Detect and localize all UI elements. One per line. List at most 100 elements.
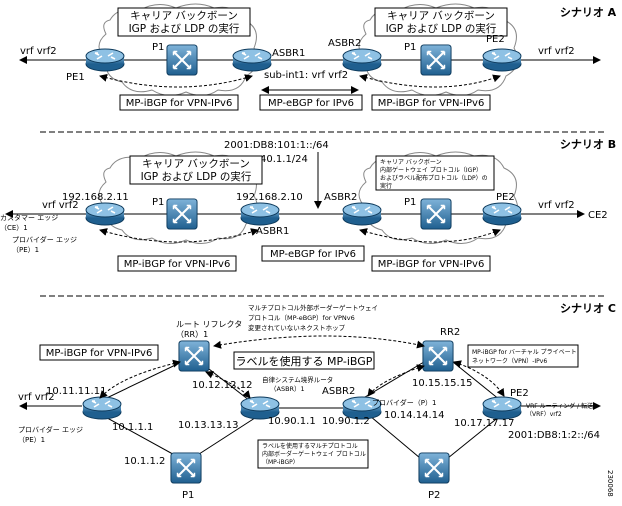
label-c-asbr-note-line1: 自律システム境界ルータ [262, 375, 333, 384]
label-c-pe-left-line1: プロバイダー エッジ [18, 425, 83, 434]
router-a-pe2 [482, 48, 522, 72]
label-b-ce-left-line2: （CE）1 [0, 224, 28, 232]
label-c-p1: P1 [182, 490, 194, 501]
scenario-a: キャリア バックボーン IGP および LDP の実行 キャリア バックボーン … [19, 3, 617, 111]
label-b-prefix2: 40.1.1/24 [260, 154, 308, 165]
label-c-prefix: 2001:DB8:1:2::/64 [508, 430, 600, 441]
label-b-pe-left-line1: プロバイダー エッジ [12, 235, 77, 244]
box-a-ibgp-left [119, 94, 239, 111]
cloud-a-left-line1: キャリア バックボーン [130, 10, 238, 22]
label-c-pe-left-line2: （PE）1 [18, 436, 45, 444]
arrow-a-ibgp-left [99, 73, 253, 88]
label-c-vpn-note-line2: ネットワーク（VPN）-IPv6 [472, 358, 547, 365]
arrow-b-ibgp-left [99, 228, 259, 243]
label-b-p1-right: P1 [404, 197, 416, 208]
label-a-p1-left: P1 [152, 42, 164, 53]
cloud-b-left-line2: IGP および LDP の実行 [141, 170, 252, 183]
link-c-asbr2-p2 [369, 415, 421, 459]
vrf-c-left: vrf vrf2 [18, 392, 55, 403]
label-c-p2: P2 [428, 490, 440, 501]
scenario-c-title: シナリオ C [560, 302, 616, 315]
switch-c-rr2 [422, 340, 454, 372]
scenario-c: シナリオ C マルチプロトコル外部ボーダーゲートウェイ プロトコル（MP-eBG… [18, 302, 616, 501]
box-b-ibgp-right [371, 255, 491, 272]
vrf-a-right: vrf vrf2 [538, 46, 575, 57]
label-b-ebgp: MP-eBGP for IPv6 [270, 249, 356, 260]
label-c-ip-p1-b: 10.1.1.2 [124, 456, 165, 467]
switch-b-p1-left [166, 198, 198, 230]
link-c-p1-asbr1 [195, 415, 259, 457]
router-b-asbr1 [240, 202, 280, 226]
label-b-pe2: PE2 [496, 192, 515, 203]
label-c-ip-asbr1-a: 10.13.13.13 [178, 420, 238, 431]
router-a-asbr1 [232, 48, 272, 72]
scenario-a-title: シナリオ A [560, 6, 617, 19]
label-c-rr-line2: （RR）1 [176, 330, 208, 339]
box-c-label-ibgp [233, 351, 375, 370]
arrow-c-rr2-pe2 [453, 360, 505, 397]
router-b-pe1 [85, 202, 125, 226]
label-b-asbr1: ASBR1 [256, 226, 289, 237]
label-a-p1-right: P1 [404, 42, 416, 53]
router-a-asbr2 [342, 48, 382, 72]
box-c-label-note [257, 439, 369, 469]
label-b-ce2: CE2 [588, 210, 608, 221]
label-c-provider-p: プロバイダー（P）1 [372, 398, 436, 407]
vrf-b-right: vrf vrf2 [538, 200, 575, 211]
vrf-b-left: vrf vrf2 [42, 200, 79, 211]
label-c-mp-ebgp-line3: 変更されていないネクストホップ [248, 323, 346, 332]
cloud-b-left-line1: キャリア バックボーン [142, 158, 250, 170]
arrow-c-rr1-pe1 [99, 359, 181, 399]
label-c-mp-ebgp-line1: マルチプロトコル外部ボーダーゲートウェイ [248, 303, 378, 312]
arrow-c-rr1-rr2 [213, 335, 425, 349]
arrow-b-ibgp-right [359, 228, 501, 243]
label-b-ip-pe1: 192.168.2.11 [62, 192, 129, 203]
arrow-c-rr2-asbr2 [367, 364, 425, 397]
arrow-c-rr1-asbr1 [205, 370, 251, 399]
cloud-a-right-line1: キャリア バックボーン [387, 10, 495, 22]
box-a-ibgp-right [371, 94, 491, 111]
label-c-ip-pe1: 10.11.11.11 [46, 386, 106, 397]
router-a-pe1 [85, 48, 125, 72]
label-c-label-note-line3: （MP-iBGP） [262, 459, 299, 466]
label-c-mp-ebgp-line2: プロトコル（MP-eBGP）for VPNv6 [248, 314, 355, 322]
label-c-asbr2: ASBR2 [322, 386, 355, 397]
cloud-b-right-line3: およびラベル配布プロトコル（LDP）の [380, 174, 488, 182]
cloud-b-right-label-box [375, 155, 495, 191]
label-a-ibgp-left: MP-iBGP for VPN-IPv6 [126, 98, 233, 109]
cloud-b-left-label-box [129, 155, 263, 185]
label-b-p1-left: P1 [152, 197, 164, 208]
label-c-label-note-line1: ラベルを使用するマルチプロトコル [262, 442, 358, 450]
label-b-asbr2: ASBR2 [324, 192, 357, 203]
router-c-pe1 [82, 396, 122, 420]
switch-c-p2 [418, 452, 450, 484]
label-c-rr2: RR2 [440, 327, 460, 338]
scenario-b: シナリオ B 2001:DB8:101:1::/64 40.1.1/24 キャリ… [0, 138, 616, 272]
label-a-ebgp: MP-eBGP for IPv6 [268, 98, 354, 109]
label-c-ip-p2: 10.14.14.14 [384, 410, 444, 421]
router-c-pe2 [482, 396, 522, 420]
label-c-ip-p1-a: 10.1.1.1 [112, 422, 153, 433]
switch-a-p1-left [166, 44, 198, 76]
label-b-ip-asbr1: 192.168.2.10 [236, 192, 303, 203]
cloud-a-right-label-box [374, 7, 508, 37]
label-a-sub-int: sub-int1: vrf vrf2 [264, 70, 348, 81]
cloud-b-right-line2: 内部ゲートウェイ プロトコル（IGP） [380, 166, 482, 174]
label-b-ibgp-left: MP-iBGP for VPN-IPv6 [124, 259, 231, 270]
box-a-ebgp [259, 94, 363, 111]
label-b-ibgp-right: MP-iBGP for VPN-IPv6 [378, 259, 485, 270]
switch-c-p1 [170, 452, 202, 484]
arrow-a-ibgp-right [359, 73, 501, 88]
label-b-ce-left-line1: カスタマー エッジ [0, 213, 58, 222]
box-c-vpn-note [467, 344, 579, 368]
vrf-a-left: vrf vrf2 [20, 46, 57, 57]
scenario-b-title: シナリオ B [560, 138, 616, 151]
link-c-p2-pe2 [447, 415, 501, 459]
link-c-pe1-p1 [99, 413, 181, 459]
cloud-b-right-line4: 実行 [380, 182, 392, 190]
box-b-ebgp [261, 245, 365, 262]
router-b-pe2 [482, 202, 522, 226]
label-a-pe1: PE1 [66, 72, 85, 83]
switch-c-rr1 [178, 340, 210, 372]
